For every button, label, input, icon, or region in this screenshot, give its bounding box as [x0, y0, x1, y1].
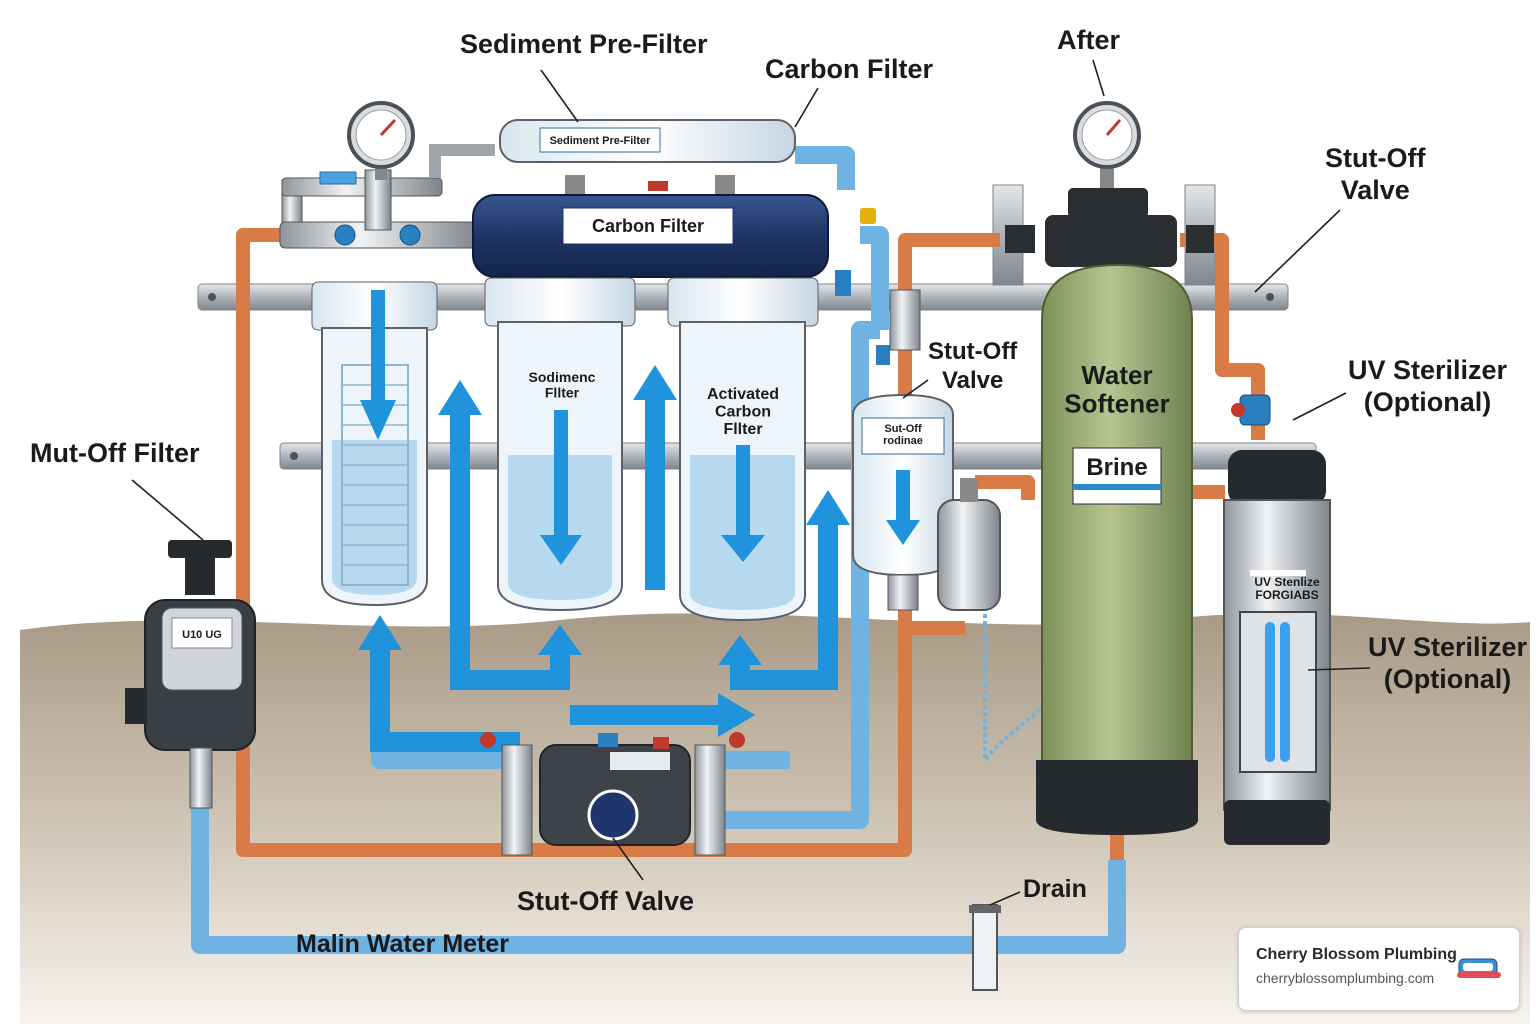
flow-arrow-icon: [370, 645, 520, 752]
expansion-tank: [937, 478, 1001, 611]
label-mut-off-filter: Mut-Off Filter: [30, 438, 200, 468]
label-sediment-prefilter: Sediment Pre-Filter: [460, 29, 708, 59]
sediment-prefilter-housing: Sediment Pre-Filter: [499, 119, 796, 163]
label-stut-off-valve-mid: Stut-Off Valve: [928, 338, 1018, 394]
brand-logo-icon: [1457, 958, 1501, 978]
main-water-meter: U10 UG: [125, 540, 256, 809]
bottom-shutoff-valve: [480, 732, 745, 856]
brine-label: Brine: [1086, 454, 1147, 481]
sediment-canister: [311, 281, 438, 607]
flow-arrow-icon: [730, 520, 838, 690]
valve-handle-icon: [835, 208, 890, 365]
flow-arrows: [370, 395, 838, 752]
pressure-gauge-icon: [347, 101, 415, 180]
carbon-housing-label: Carbon Filter: [592, 216, 704, 236]
prefilter-housing-label: Sediment Pre-Filter: [550, 135, 652, 147]
label-stut-off-valve-bottom: Stut-Off Valve: [517, 886, 695, 916]
label-after: After: [1057, 25, 1121, 55]
pointer-lines: [131, 59, 1371, 906]
uv-lamp-icon: [1265, 622, 1290, 762]
label-carbon-filter: Carbon Filter: [765, 54, 934, 84]
credit-url: cherryblossomplumbing.com: [1256, 970, 1435, 986]
flow-arrow-icon: [450, 410, 570, 690]
label-uv-sterilizer-side: UV Sterilizer (Optional): [1368, 632, 1528, 695]
credit-name: Cherry Blossom Plumbing: [1256, 946, 1457, 963]
pressure-gauge-icon: [1073, 101, 1141, 200]
carbon-filter-housing: Carbon Filter: [472, 175, 829, 278]
drain-pipe: [969, 904, 1001, 991]
meter-display-text: U10 UG: [182, 629, 222, 641]
label-main-water-meter: Malin Water Meter: [296, 930, 510, 958]
label-uv-sterilizer-top: UV Sterilizer (Optional): [1348, 355, 1508, 418]
label-drain: Drain: [1023, 875, 1087, 903]
flow-arrowheads: [358, 365, 850, 737]
label-stut-off-valve-right: Stut-Off Valve: [1325, 143, 1426, 206]
credit-card: Cherry Blossom Plumbing cherryblossomplu…: [1238, 927, 1520, 1011]
